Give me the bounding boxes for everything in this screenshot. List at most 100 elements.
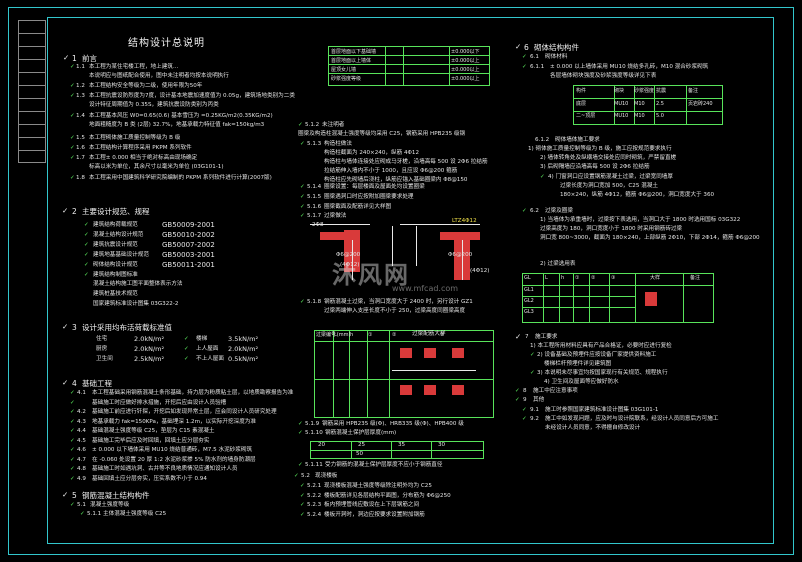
item-1-3-num: 1.3 bbox=[76, 93, 85, 99]
check-mark-icon: ✓ bbox=[62, 322, 69, 331]
item-5-1-1-text: 主体混凝土强度等级 C25 bbox=[103, 511, 167, 517]
check-mark-icon: ✓ bbox=[70, 390, 75, 396]
column-header: 备注 bbox=[690, 275, 701, 281]
check-mark-icon: ✓ bbox=[300, 141, 305, 147]
foundation-item-text: 基础混凝土强度等级 C25，垫层为 C15 素混凝土 bbox=[92, 428, 215, 434]
code-number: GB50003-2001 bbox=[162, 251, 215, 259]
foundation-item-num: 4.8 bbox=[77, 466, 86, 472]
table-cell: 首层地面以下基础墙 bbox=[331, 49, 377, 55]
check-mark-icon: ✓ bbox=[70, 437, 75, 444]
foundation-item-text: ± 0.000 以下墙体采用 MU10 烧结普通砖，M7.5 水泥砂浆砌筑 bbox=[92, 447, 253, 453]
item-6-2-num: 6.2 bbox=[530, 208, 539, 214]
slab-item-text: 楼板开洞时，洞边应按要求设置附加钢筋 bbox=[324, 511, 425, 518]
item-6-1-num: 6.1 bbox=[530, 54, 539, 60]
check-mark-icon: ✓ bbox=[70, 113, 75, 119]
revision-row bbox=[18, 98, 46, 111]
item-6-1-2f: 180×240，纵筋 4Φ12，箍筋 Φ6@200，洞口宽度大于 360 bbox=[560, 192, 715, 198]
item-1-8-text: 本工程采用中国建筑科学研究院编制的 PKPM 系列软件进行计算(2007版) bbox=[89, 175, 272, 181]
masonry-table: 首层地面以下基础墙±0.000以下首层地面以上墙体±0.000以上屋顶女儿墙±0… bbox=[328, 46, 490, 86]
item-5-1-7-text: 过梁做法 bbox=[324, 213, 347, 219]
column-header: ② bbox=[392, 332, 397, 338]
item-6-1-2a: 1) 砌体施工质量控制等级为 B 级，施工应按规范要求执行 bbox=[528, 146, 672, 152]
table-cell: GL1 bbox=[524, 287, 534, 293]
check-mark-icon: ✓ bbox=[515, 42, 522, 51]
section-7-heading: 施工要求 bbox=[535, 334, 558, 340]
item-6-1-2-text: 砌体墙体施工要求 bbox=[555, 137, 600, 143]
table-cell: 二~顶层 bbox=[576, 113, 596, 119]
column-header: L bbox=[545, 275, 548, 281]
item-1-4-num: 1.4 bbox=[76, 113, 85, 119]
check-mark-icon: ✓ bbox=[540, 174, 545, 180]
item-1-3b-text: 设计特征周期值为 0.35S，建筑抗震设防类别为丙类 bbox=[89, 102, 219, 108]
check-mark-icon: ✓ bbox=[62, 378, 69, 387]
column-header: 砌块 bbox=[614, 88, 625, 94]
item-5-1-3d-text: 构造柱应先砌墙后浇柱，纵筋应锚入基础圈梁内 Φ8@150 bbox=[324, 177, 468, 183]
check-mark-icon: ✓ bbox=[522, 416, 527, 422]
item-1-2-text: 本工程结构安全等级为二级，使用年限为50年 bbox=[89, 83, 203, 89]
item-6-1-2d: 4) 门窗洞口应设置钢筋混凝土过梁，过梁宽同墙厚 bbox=[548, 174, 673, 180]
item-9-2-num: 9.2 bbox=[530, 416, 539, 422]
item-9-1-num: 9.1 bbox=[530, 407, 539, 413]
item-5-1-10-text: 钢筋混凝土保护层厚度(mm) bbox=[325, 430, 397, 436]
check-mark-icon: ✓ bbox=[70, 409, 75, 415]
load-label: 住宅 bbox=[96, 336, 108, 342]
load-value: 2.0kN/m² bbox=[134, 335, 165, 343]
check-mark-icon: ✓ bbox=[294, 473, 299, 479]
item-6-1-1b-text: 各层墙体砌块强度及砂浆强度等级详见下表 bbox=[550, 73, 657, 79]
item-6-1-2b: 2) 墙体转角处及纵横墙交接处应同时砌筑，严禁留直槎 bbox=[540, 155, 677, 161]
code-name: 建筑抗震设计规范 bbox=[93, 242, 138, 248]
foundation-item-text: 在 -0.060 处设置 20 厚 1:2 水泥砂浆掺 5% 防水剂的墙身防潮层 bbox=[92, 456, 256, 463]
table-cell: GL3 bbox=[524, 309, 534, 315]
item-6-1-2e: 过梁长度为洞口宽加 500，C25 混凝土 bbox=[560, 183, 658, 189]
check-mark-icon: ✓ bbox=[70, 93, 75, 99]
item-1-6-num: 1.6 bbox=[76, 145, 85, 151]
item-5-2-num: 5.2 bbox=[301, 473, 310, 479]
check-mark-icon: ✓ bbox=[70, 502, 75, 508]
foundation-item-num: 4.5 bbox=[77, 437, 86, 444]
foundation-item-text: 基础施工时如遇坑洞、古井等不良地质情况应通知设计人员 bbox=[92, 466, 238, 472]
item-1-7-text: 本工程± 0.000 相当于绝对标高由现场确定 bbox=[89, 155, 198, 161]
item-5-1-text: 混凝土强度等级 bbox=[90, 502, 130, 508]
check-mark-icon: ✓ bbox=[70, 145, 75, 151]
table-cell: GL2 bbox=[524, 298, 534, 304]
check-mark-icon: ✓ bbox=[70, 447, 75, 453]
drawing-outer-frame bbox=[8, 7, 794, 555]
revision-row bbox=[18, 111, 46, 124]
foundation-item-text: 基础施工完毕后应及时回填，回填土应分层夯实 bbox=[92, 437, 210, 444]
item-5-1-4-text: 圈梁设置：每层楼面及屋面处均设置圈梁 bbox=[324, 184, 425, 190]
check-mark-icon: ✓ bbox=[70, 428, 75, 434]
table-cell: ±0.000以上 bbox=[451, 76, 480, 82]
item-1-5-num: 1.5 bbox=[76, 135, 85, 141]
masonry-strength-table bbox=[573, 85, 723, 125]
item-7a: 1) 本工程所用材料应具有产品合格证，必要时应进行复检 bbox=[530, 343, 672, 349]
check-mark-icon: ✓ bbox=[530, 370, 535, 376]
watermark-url: www.mfcad.com bbox=[392, 284, 459, 293]
code-name: 砌体结构设计规范 bbox=[93, 262, 138, 268]
check-mark-icon: ✓ bbox=[300, 204, 305, 210]
table-cell: ±0.000以下 bbox=[451, 49, 480, 55]
revision-row bbox=[18, 59, 46, 72]
item-5-1-4-num: 5.1.4 bbox=[307, 184, 322, 190]
check-mark-icon: ✓ bbox=[63, 53, 70, 62]
column-header: ① bbox=[368, 332, 373, 338]
section-8-num: 8 bbox=[523, 388, 527, 394]
table-cell: 首层地面以上墙体 bbox=[331, 58, 372, 64]
table-row: 砂浆强度等级±0.000以上 bbox=[329, 74, 489, 82]
item-7d: 3) 本说明未尽事宜均按国家现行有关规范、规程执行 bbox=[537, 370, 668, 376]
check-mark-icon: ✓ bbox=[515, 397, 520, 403]
slab-item-text: 板内预埋管线应敷设在上下层钢筋之间 bbox=[324, 502, 420, 508]
check-mark-icon: ✓ bbox=[522, 407, 527, 413]
item-1-8-num: 1.8 bbox=[76, 175, 85, 181]
load-value: 2.5kN/m² bbox=[134, 355, 165, 363]
check-mark-icon: ✓ bbox=[70, 175, 75, 181]
code-extra-1: 建筑结构制图标准 bbox=[93, 272, 138, 278]
foundation-item-text: 本工程基础采用钢筋混凝土条形基础，持力层为粉质粘土层，以地质勘察报告为准 bbox=[92, 390, 294, 396]
lintel-detail-table bbox=[314, 330, 494, 418]
table-cell: MU10 bbox=[614, 101, 629, 107]
check-mark-icon: ✓ bbox=[300, 511, 305, 518]
check-mark-icon: ✓ bbox=[70, 83, 75, 89]
item-5-1-11-text: 受力钢筋的混凝土保护层厚度不应小于钢筋直径 bbox=[325, 462, 443, 468]
load-value: 3.5kN/m² bbox=[228, 335, 259, 343]
foundation-item-num: 4.3 bbox=[77, 418, 86, 425]
check-mark-icon: ✓ bbox=[62, 206, 69, 215]
